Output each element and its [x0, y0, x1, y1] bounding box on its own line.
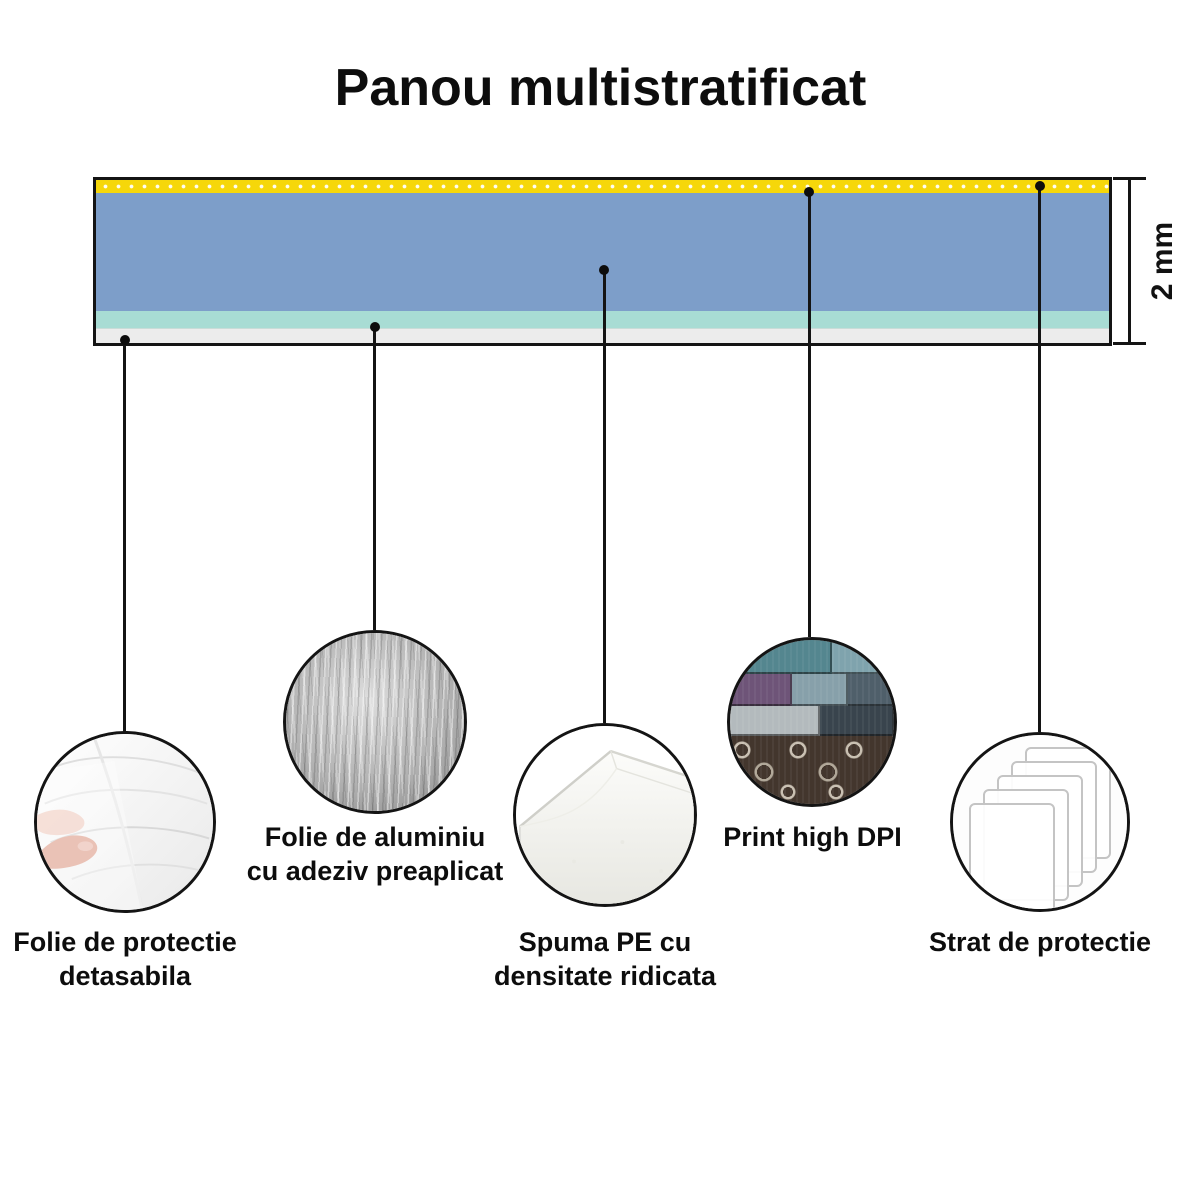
callout-label-aluminum-foil: Folie de aluminiu cu adeziv preaplicat [215, 820, 535, 888]
callout-label-line: Print high DPI [723, 822, 902, 852]
callout-anchor-dot-2 [370, 322, 380, 332]
dimension-line [1128, 177, 1131, 345]
callout-anchor-dot-5 [1035, 181, 1045, 191]
white-foam-block-icon [516, 726, 694, 904]
protective-sheet [969, 803, 1055, 909]
stacked-protective-sheets-icon [953, 735, 1127, 909]
wood-plank [792, 674, 849, 706]
pe-foam-photo-circle [513, 723, 697, 907]
wood-plank [730, 706, 821, 736]
callout-label-line: cu adeziv preaplicat [246, 856, 504, 886]
callout-anchor-dot-1 [120, 335, 130, 345]
wood-plank [848, 674, 894, 706]
callout-label-line: Spuma PE cu [518, 927, 692, 957]
layer-foam-backing [96, 311, 1109, 328]
layer-core [96, 193, 1109, 311]
protection-layer-photo-circle [950, 732, 1130, 912]
callout-label-protection-layer: Strat de protectie [890, 925, 1190, 959]
wood-plank [820, 706, 894, 736]
callout-label-line: Strat de protectie [928, 927, 1152, 957]
layer-adhesive-top [96, 180, 1109, 193]
aluminum-foil-texture-icon [286, 633, 464, 811]
print-photo-circle [727, 637, 897, 807]
callout-line-4 [808, 192, 811, 637]
callout-line-3 [603, 270, 606, 723]
callout-anchor-dot-4 [804, 187, 814, 197]
aluminum-foil-photo-circle [283, 630, 467, 814]
dimension-cap-bottom [1113, 342, 1146, 345]
callout-line-1 [123, 340, 126, 732]
callout-label-protective-film: Folie de protectie detasabila [0, 925, 265, 993]
wood-plank [730, 640, 832, 674]
panel-cross-section [93, 177, 1112, 346]
callout-label-line: densitate ridicata [493, 961, 717, 991]
callout-label-line: Folie de aluminiu [264, 822, 486, 852]
callout-line-2 [373, 327, 376, 630]
callout-label-line: Folie de protectie [13, 927, 237, 957]
callout-line-5 [1038, 186, 1041, 732]
wood-plank [730, 674, 793, 706]
dimension-label: 2 mm [1146, 221, 1179, 301]
carved-ornament-band [730, 736, 894, 804]
callout-label-line: detasabila [58, 961, 192, 991]
callout-label-pe-foam: Spuma PE cu densitate ridicata [455, 925, 755, 993]
callout-anchor-dot-3 [599, 265, 609, 275]
callout-label-print: Print high DPI [705, 820, 920, 854]
page-title: Panou multistratificat [334, 59, 867, 117]
wood-plank [831, 640, 894, 674]
hand-holding-transparent-film-icon [37, 734, 213, 910]
layer-base [96, 328, 1109, 343]
printed-wood-pattern-icon [730, 640, 894, 804]
protective-film-photo-circle [34, 731, 216, 913]
